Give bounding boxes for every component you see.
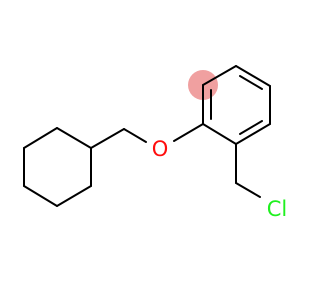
ring-bond (56, 127, 92, 149)
ring-bond (202, 65, 237, 86)
ring-bond (202, 123, 237, 145)
methylene-cyclohexyl-bond (90, 128, 125, 149)
oxygen-atom-label: O (152, 137, 169, 161)
ring-bond (23, 127, 58, 149)
ring-bond (235, 123, 271, 145)
benzene-ring (202, 65, 271, 145)
ring-bond (23, 185, 58, 207)
chlorine-atom-label: Cl (267, 197, 288, 221)
ring-bond (235, 65, 271, 87)
ring-oxygen-bond (173, 123, 204, 142)
methylene-chlorine-bond (235, 182, 261, 198)
oxygen-methylene-bond (123, 128, 147, 143)
cyclohexane-ring (23, 127, 92, 207)
ring-double-bond (239, 75, 263, 90)
ring-double-bond (239, 120, 263, 135)
ring-bond (56, 185, 92, 207)
molecule-structure: O Cl (23, 65, 288, 221)
